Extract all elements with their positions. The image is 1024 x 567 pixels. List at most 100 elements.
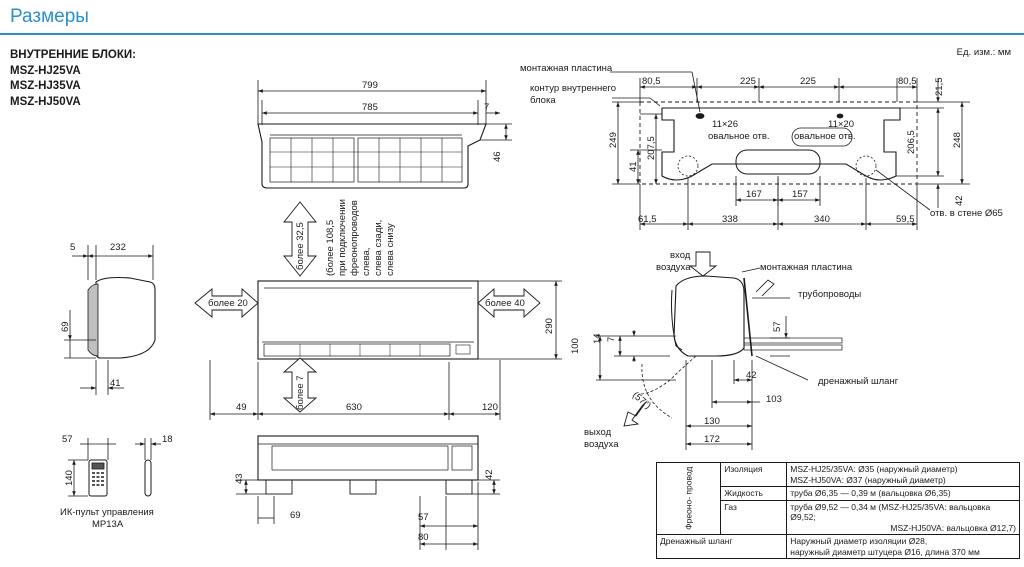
dim-front-630: 630: [346, 402, 362, 413]
side-view: [64, 245, 156, 395]
dim-airflow-103: 103: [766, 394, 782, 405]
clear-top-note: при подключении: [337, 199, 348, 276]
clear-left-label: более 20: [208, 298, 248, 309]
spec-line: труба Ø9,52 — 0,34 м (MSZ-HJ25/35VA: вал…: [790, 501, 991, 523]
dim-bottom-43: 43: [234, 473, 245, 484]
spec-value: MSZ-HJ25/35VA: Ø35 (наружный диаметр) MS…: [786, 462, 1020, 487]
air-out-label: воздуха: [584, 439, 619, 450]
dim-side-5: 5: [70, 242, 75, 253]
model-name: MSZ-HJ25VA: [10, 64, 81, 77]
spec-key: Дренажный шланг: [655, 534, 788, 559]
clear-top-note: (более 108,5: [325, 220, 336, 276]
dim-top-7: 7: [484, 102, 489, 113]
remote-thickness: 18: [162, 434, 173, 445]
plate-bottom-dim: 338: [722, 214, 738, 225]
clear-top-note: слева сзади,: [373, 220, 384, 276]
dim-airflow-100: 100: [570, 338, 581, 354]
hole-left-size: 11×26: [712, 119, 738, 130]
plate-bottom-dim: 61,5: [638, 214, 657, 225]
bottom-view: [236, 435, 500, 550]
dim-side-69: 69: [60, 321, 71, 332]
spec-line: MSZ-HJ25/35VA: Ø35 (наружный диаметр): [790, 464, 958, 474]
wall-hole-label: отв. в стене Ø65: [930, 208, 1003, 219]
page-title: Размеры: [10, 6, 89, 27]
remote-width: 57: [62, 434, 73, 445]
spec-table: Фреоно- провод Изоляция MSZ-HJ25/35VA: Ø…: [655, 462, 1020, 559]
clear-top-note: слева,: [361, 248, 372, 276]
spec-value: труба Ø9,52 — 0,34 м (MSZ-HJ25/35VA: вал…: [786, 499, 1020, 535]
clear-top-label: более 32,5: [295, 222, 306, 270]
pipes-label: трубопроводы: [798, 289, 861, 300]
clear-right-label: более 40: [485, 298, 525, 309]
air-out-label: выход: [584, 427, 612, 438]
dim-front-49: 49: [236, 402, 247, 413]
models-heading: ВНУТРЕННИЕ БЛОКИ:: [10, 49, 136, 61]
dim-airflow-172: 172: [704, 434, 720, 445]
plate-bottom-dim: 340: [814, 214, 830, 225]
plate-left-dim: 41: [628, 161, 639, 172]
air-in-label: вход: [670, 250, 691, 261]
plate-right-dim: 21,5: [934, 78, 945, 97]
clearance-arrows: [194, 201, 541, 413]
dim-airflow-130: 130: [704, 416, 720, 427]
air-in-label: воздуха: [656, 262, 691, 273]
table-row: Фреоно- провод Изоляция MSZ-HJ25/35VA: Ø…: [655, 462, 1020, 535]
plate-top-dim: 225: [740, 76, 756, 87]
hole-left-type: овальное отв.: [708, 131, 770, 142]
plate-label: монтажная пластина: [520, 63, 613, 74]
plate-bottom-dim: 59,5: [896, 214, 915, 225]
spec-line: наружный диаметр штуцера Ø16, длина 370 …: [790, 546, 980, 557]
spec-line: Наружный диаметр изоляции Ø28,: [790, 536, 928, 546]
units-label: Ед. изм.: мм: [956, 47, 1011, 58]
spec-line: MSZ-HJ50VA: вальцовка Ø12,7): [890, 522, 1016, 533]
dim-side-232: 232: [110, 242, 126, 253]
mount-plate-view: [610, 71, 970, 230]
model-name: MSZ-HJ35VA: [10, 80, 81, 92]
top-view: [257, 80, 512, 189]
contour-label: контур внутреннего: [530, 83, 616, 94]
airflow-view: [596, 251, 843, 450]
spec-line: MSZ-HJ50VA: Ø37 (наружный диаметр): [790, 474, 946, 485]
dim-airflow-7: 7: [606, 337, 617, 342]
dim-top-785: 785: [362, 102, 378, 113]
dim-side-41: 41: [110, 378, 121, 389]
dim-airflow-14: 14: [592, 333, 603, 344]
spec-value: Наружный диаметр изоляции Ø28, наружный …: [786, 534, 1020, 559]
airflow-plate-label: монтажная пластина: [760, 262, 853, 273]
remote-drawings: [68, 438, 161, 497]
spec-line: труба Ø6,35 — 0,39 м (вальцовка Ø6,35): [790, 488, 951, 498]
hole-right-type: овальное отв.: [794, 131, 856, 142]
spec-key: Газ: [720, 499, 788, 535]
spec-value: труба Ø6,35 — 0,39 м (вальцовка Ø6,35): [786, 486, 1020, 501]
spec-group-label: Фреоно- провод: [683, 466, 694, 531]
model-name: MSZ-HJ50VA: [10, 95, 81, 108]
models-header: ВНУТРЕННИЕ БЛОКИ: MSZ-HJ25VA MSZ-HJ35VA …: [10, 48, 136, 110]
contour-label: блока: [530, 95, 556, 106]
clear-top-note: слева снизу: [385, 223, 396, 276]
dim-top-46: 46: [492, 151, 503, 162]
dim-airflow-57: 57: [772, 321, 783, 332]
plate-top-dim: 80,5: [642, 76, 661, 87]
plate-mid-dim: 167: [746, 189, 762, 200]
dim-front-120: 120: [482, 402, 498, 413]
plate-right-dim: 42: [954, 195, 965, 206]
remote-model: MP13A: [92, 519, 124, 530]
dim-airflow-42: 42: [746, 370, 757, 381]
plate-mid-dim: 157: [792, 189, 808, 200]
dim-front-290: 290: [544, 318, 555, 334]
dim-bottom-80: 80: [418, 532, 429, 543]
plate-top-dim: 80,5: [898, 76, 917, 87]
spec-key: Изоляция: [720, 462, 788, 487]
spec-key: Жидкость: [720, 486, 788, 501]
dim-bottom-57: 57: [418, 512, 429, 523]
plate-right-dim: 248: [952, 132, 963, 148]
drain-label: дренажный шланг: [818, 376, 899, 387]
dimension-labels: 799 785 7 46 232 5 69 41 более 32,5 (бол…: [60, 63, 1003, 543]
hole-right-size: 11×20: [828, 119, 854, 130]
title-divider: [0, 33, 1024, 35]
clear-top-note: фреонопроводов: [349, 200, 360, 276]
plate-top-dim: 225: [800, 76, 816, 87]
spec-group-cell: Фреоно- провод: [655, 462, 722, 535]
plate-left-dim: 249: [608, 132, 619, 148]
